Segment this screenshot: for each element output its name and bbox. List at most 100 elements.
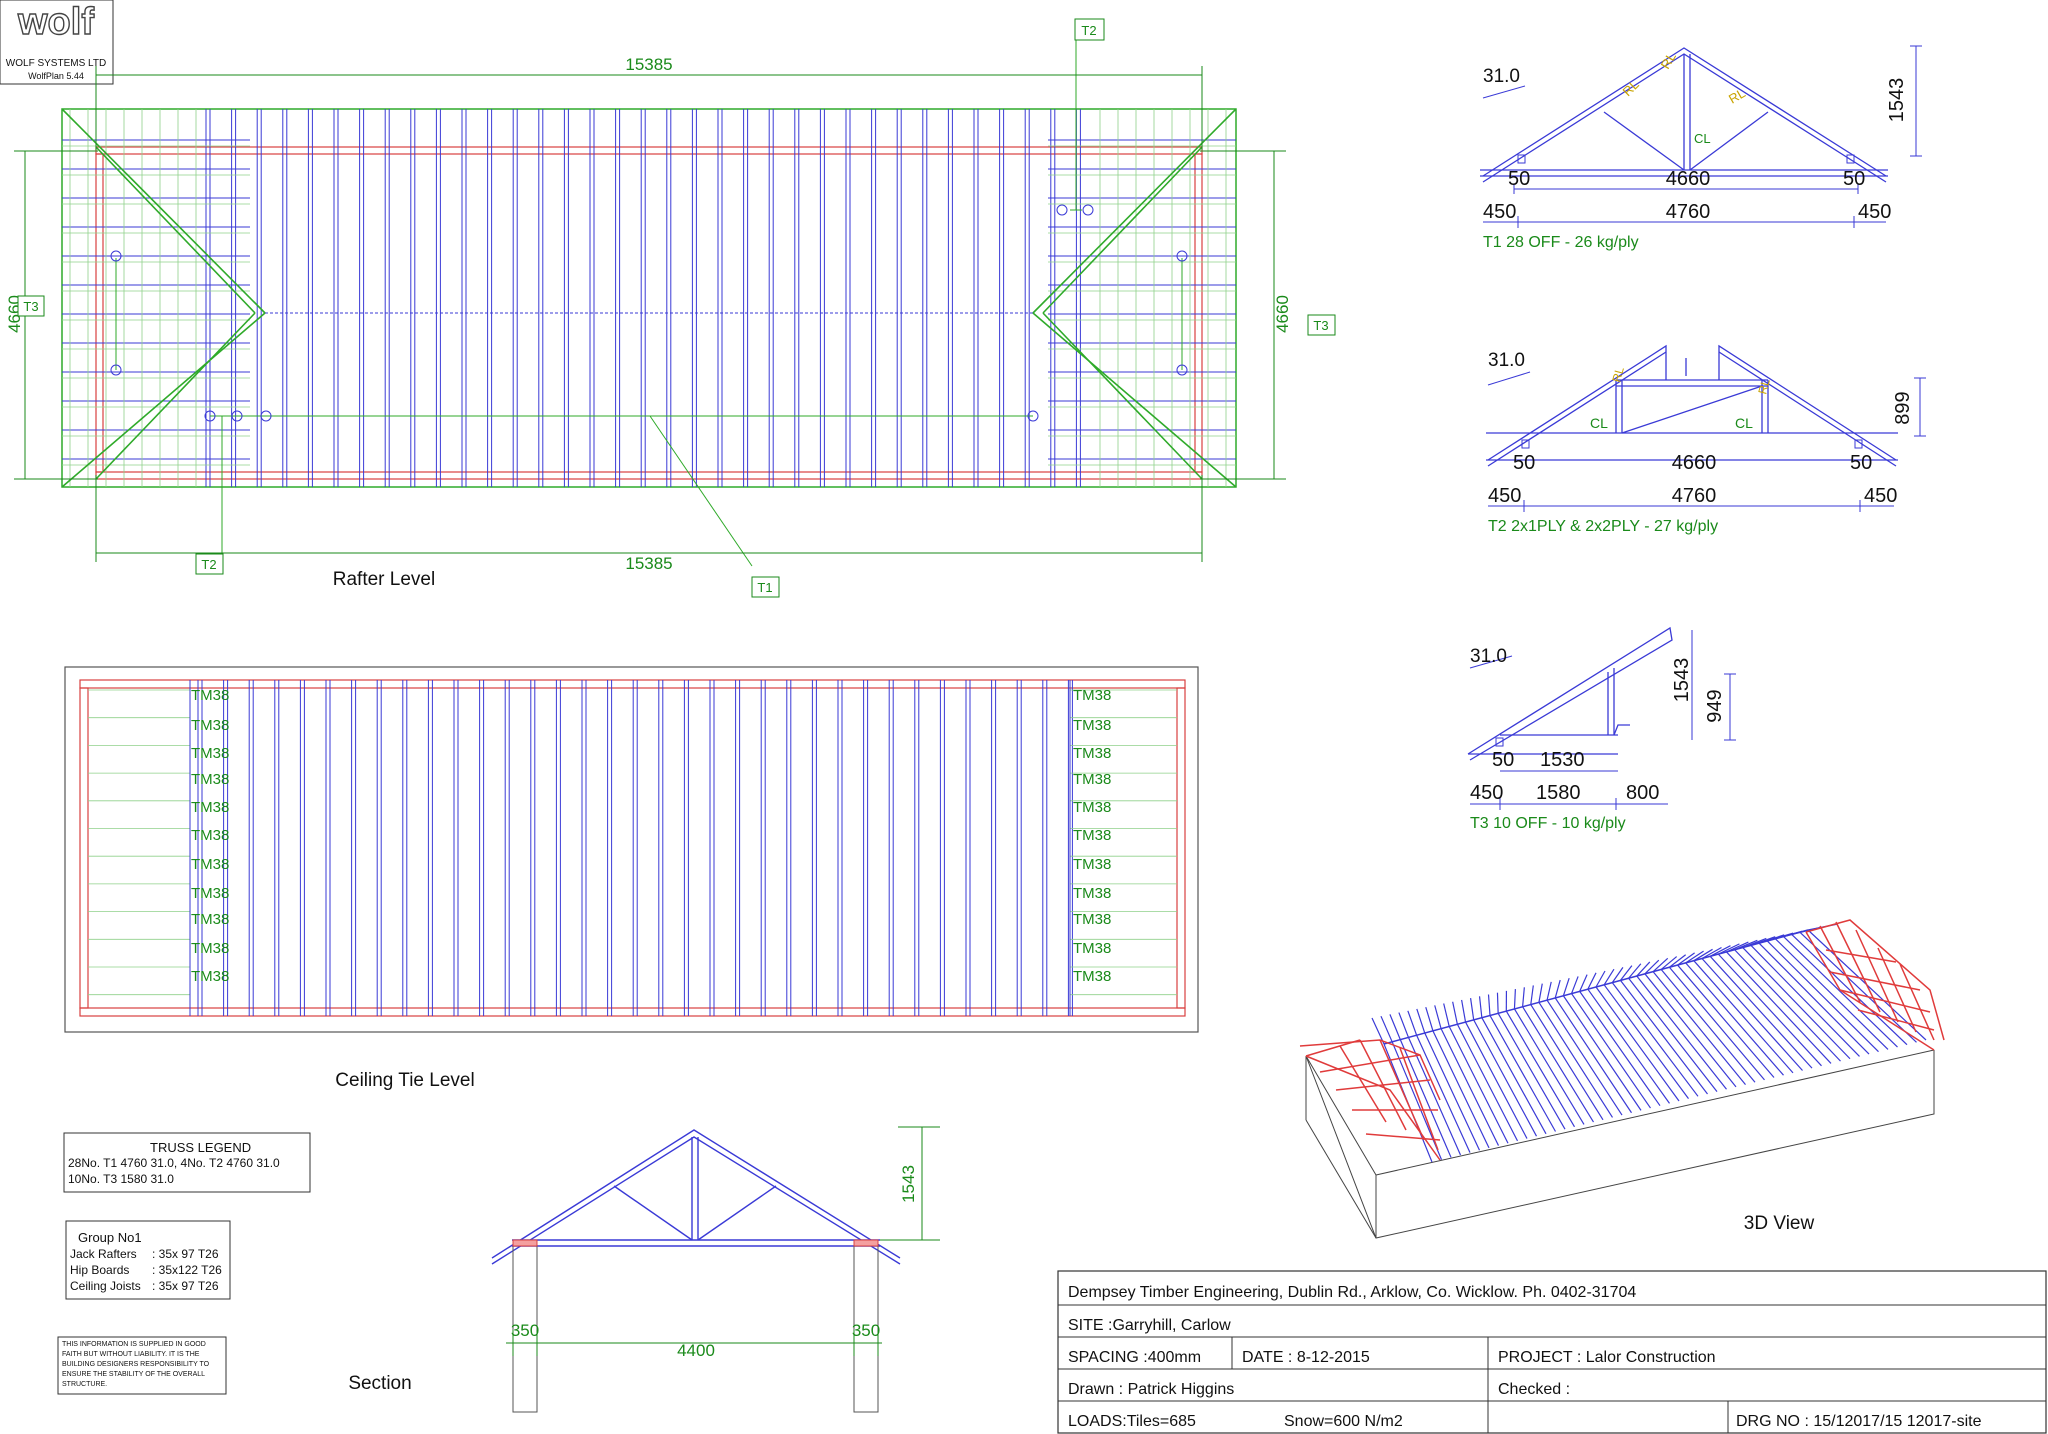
truss-3d-line [1628,963,1642,979]
section-title: Section [348,1373,411,1394]
truss-3d-line [1603,984,1689,1100]
truss-3d-line [1579,991,1661,1107]
roof-outline [61,108,1237,488]
truss-3d-line [1636,961,1651,977]
tb-snow: Snow=600 N/m2 [1284,1413,1403,1430]
building-section: 1543 350 4400 350 Section [348,1126,940,1413]
truss-3d-line [1448,1026,1509,1144]
tm38-hanger-label: TM38 [191,745,229,762]
truss-3d-line [1473,1019,1538,1137]
tm38-hanger-label: TM38 [191,799,229,816]
t2-overhang-right: 450 [1864,485,1897,507]
t3-pitch: 31.0 [1470,646,1507,667]
tm38-hanger-label: TM38 [191,827,229,844]
t1-bearing-left: 50 [1508,168,1530,190]
disclaimer-line: ENSURE THE STABILITY OF THE OVERALL [62,1371,205,1378]
truss-3d-line [1677,952,1695,966]
ceiling-plate-left [79,687,89,1009]
common-rafters [205,109,1081,487]
t1-span-inner: 4660 [1666,168,1711,190]
truss-3d-line [1497,1013,1566,1130]
truss-3d-line [1570,976,1579,994]
truss-3d-line [1587,988,1670,1104]
tb-drg-no: DRG NO : 15/12017/15 12017-site [1736,1413,1982,1430]
roof-3d-hip-right [1805,919,1945,1051]
truss-3d-line [1440,1028,1500,1146]
section-bearing-left: 350 [511,1321,539,1340]
truss-3d-line [1693,948,1713,962]
roof-3d-view: 3D View [1299,919,1945,1239]
t3-caption: T3 10 OFF - 10 kg/ply [1470,815,1626,832]
truss-3d-line [1619,980,1708,1095]
t2-web-rl1: RL [1609,365,1627,384]
truss-3d-line [1783,936,1898,1048]
truss-3d-line [1489,1015,1557,1132]
ceiling-plate-right [1176,687,1186,1009]
tag-t3-left: T3 [23,299,38,314]
tb-drawn: Drawn : Patrick Higgins [1068,1381,1234,1398]
truss-3d-line [1456,1023,1519,1142]
truss-3d-line [1644,959,1660,975]
tm38-hanger-label: TM38 [1073,717,1111,734]
truss-3d-line [1546,999,1623,1116]
rafter-dim-top: 15385 [625,55,672,74]
truss-3d-line [1562,995,1642,1111]
truss-3d-line [1496,992,1499,1014]
t1-web-rl1: RL [1620,77,1642,99]
t1-web-cl: CL [1694,131,1711,146]
truss-t3-elevation: 31.0 1543 949 50 1530 450 1580 800 T3 10… [1467,626,1736,832]
tag-t2-top: T2 [1081,23,1096,38]
disclaimer-line: BUILDING DESIGNERS RESPONSIBILITY TO [62,1361,210,1368]
t3-height-outer: 1543 [1671,658,1693,703]
ceiling-tie-plan: TM38TM38TM38TM38TM38TM38TM38TM38TM38TM38… [64,666,1199,1091]
truss-3d-line [1452,1001,1458,1025]
section-bearing-right: 350 [852,1321,880,1340]
truss-legend-title: TRUSS LEGEND [150,1140,251,1155]
tm38-hanger-label: TM38 [191,885,229,902]
ceiling-plate-top [79,679,1186,689]
tm38-hanger-label: TM38 [1073,771,1111,788]
truss-3d-line [1487,994,1491,1016]
tag-t1-bottom: T1 [757,580,772,595]
truss-3d-line [1443,1003,1450,1027]
tm38-hanger-label: TM38 [191,717,229,734]
truss-3d-line [1505,1010,1576,1128]
truss-3d-line [1461,999,1467,1023]
truss-3d-line [1513,989,1516,1009]
tm38-hanger-label: TM38 [1073,968,1111,985]
truss-3d-line [1734,949,1841,1062]
jack-rafters [62,109,1236,487]
truss-3d-line [1652,957,1669,973]
t2-web-cl2: CL [1735,415,1753,431]
truss-3d-line [1389,1014,1401,1040]
t1-overhang-right: 450 [1858,201,1891,223]
truss-3d-line [1465,1021,1528,1139]
truss-3d-line [1530,985,1534,1005]
t2-pitch: 31.0 [1488,350,1525,371]
truss-legend-line1: 28No. T1 4760 31.0, 4No. T2 4760 31.0 [68,1156,280,1170]
truss-3d-line [1371,1017,1385,1045]
tm38-hanger-label: TM38 [1073,940,1111,957]
tm38-hanger-label: TM38 [1073,827,1111,844]
truss-3d-line [1478,996,1483,1018]
truss-3d-line [1425,1006,1434,1032]
group-legend-title: Group No1 [78,1230,142,1245]
truss-3d-line [1774,938,1889,1050]
tm38-hanger-label: TM38 [191,940,229,957]
truss-t2-elevation: 31.0 899 RL RL CL CL 50 4660 50 450 4760… [1486,344,1926,535]
truss-3d-line [1619,965,1633,981]
tb-project: PROJECT : Lalor Construction [1498,1349,1716,1366]
roof-3d-hip-left [1299,1039,1441,1161]
truss-3d-line [1717,953,1822,1067]
group-row-name: Jack Rafters [70,1247,137,1261]
wallplate-left [95,153,104,473]
section-span: 4400 [677,1341,715,1360]
tm38-hanger-label: TM38 [1073,799,1111,816]
title-block: Dempsey Timber Engineering, Dublin Rd., … [1057,1270,2047,1434]
truss-3d-line [1750,944,1860,1057]
t3-span: 1580 [1536,782,1581,804]
logo-version: WolfPlan 5.44 [28,71,84,81]
group-row-value: : 35x122 T26 [152,1263,222,1277]
ridge-3d-line [1383,929,1809,1045]
